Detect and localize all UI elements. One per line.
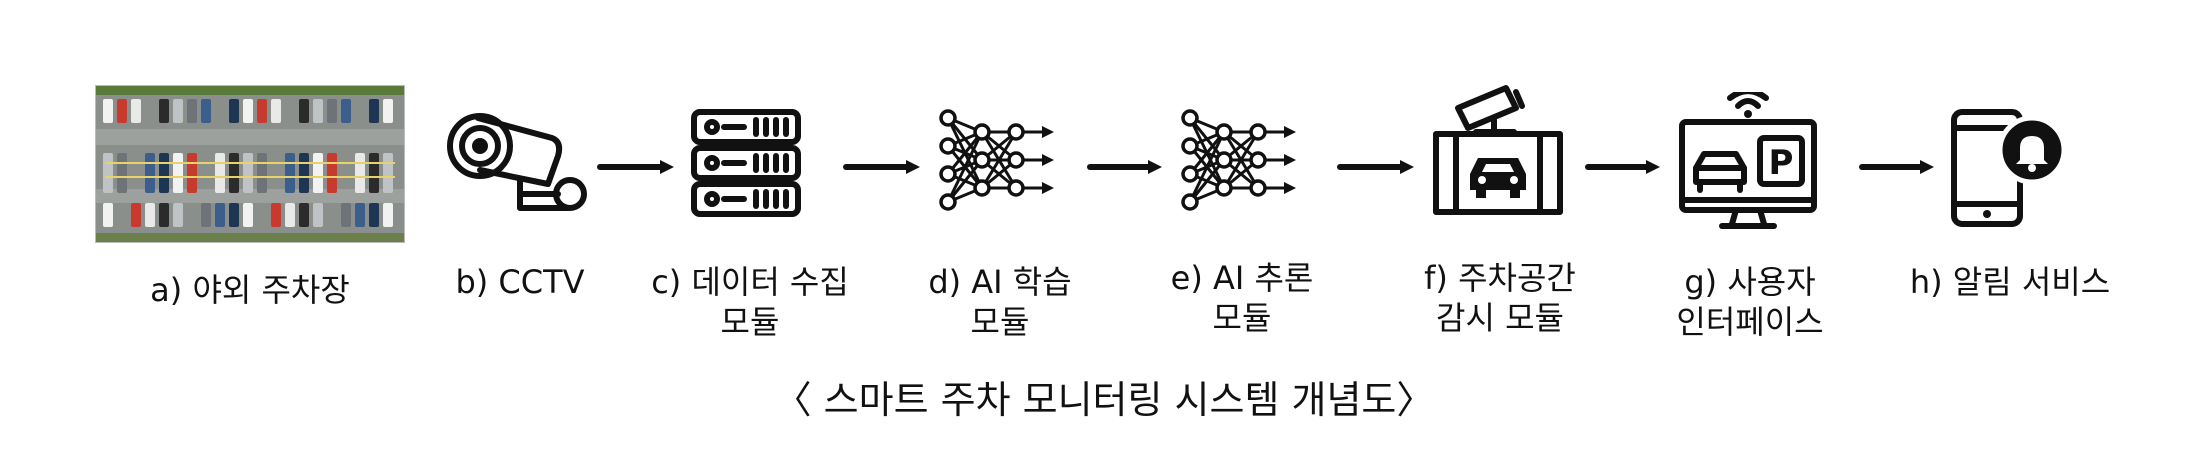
neural-network-icon bbox=[939, 109, 1054, 211]
arrow-b-c bbox=[843, 160, 920, 174]
label-parking-monitor: f) 주차공간 감시 모듈 bbox=[1424, 259, 1576, 337]
monitored-parking-space-icon bbox=[1433, 85, 1563, 215]
arrow-f-g bbox=[1859, 160, 1934, 174]
svg-text:P: P bbox=[1769, 143, 1794, 183]
smartphone-bell-icon bbox=[1951, 109, 2067, 227]
parking-lot-photo bbox=[95, 85, 405, 243]
cctv-camera-icon bbox=[447, 113, 587, 211]
arrow-d-e bbox=[1337, 160, 1414, 174]
label-notification: h) 알림 서비스 bbox=[1909, 263, 2111, 301]
arrow-a-b bbox=[597, 160, 674, 174]
label-ai-inference: e) AI 추론 모듈 bbox=[1170, 259, 1314, 337]
arrow-c-d bbox=[1087, 160, 1162, 174]
neural-network-icon bbox=[1181, 109, 1296, 211]
monitor-car-parking-icon: P bbox=[1679, 92, 1817, 229]
label-user-interface: g) 사용자 인터페이스 bbox=[1676, 263, 1824, 341]
server-icon bbox=[691, 109, 801, 217]
label-outdoor-parking: a) 야외 주차장 bbox=[150, 271, 350, 309]
arrow-e-f bbox=[1585, 160, 1660, 174]
label-data-collection: c) 데이터 수집 모듈 bbox=[651, 263, 849, 341]
label-ai-training: d) AI 학습 모듈 bbox=[928, 263, 1072, 341]
label-cctv: b) CCTV bbox=[455, 263, 585, 301]
diagram-caption: 〈 스마트 주차 모니터링 시스템 개념도〉 bbox=[773, 378, 1435, 422]
flow-arrows bbox=[597, 160, 1934, 174]
